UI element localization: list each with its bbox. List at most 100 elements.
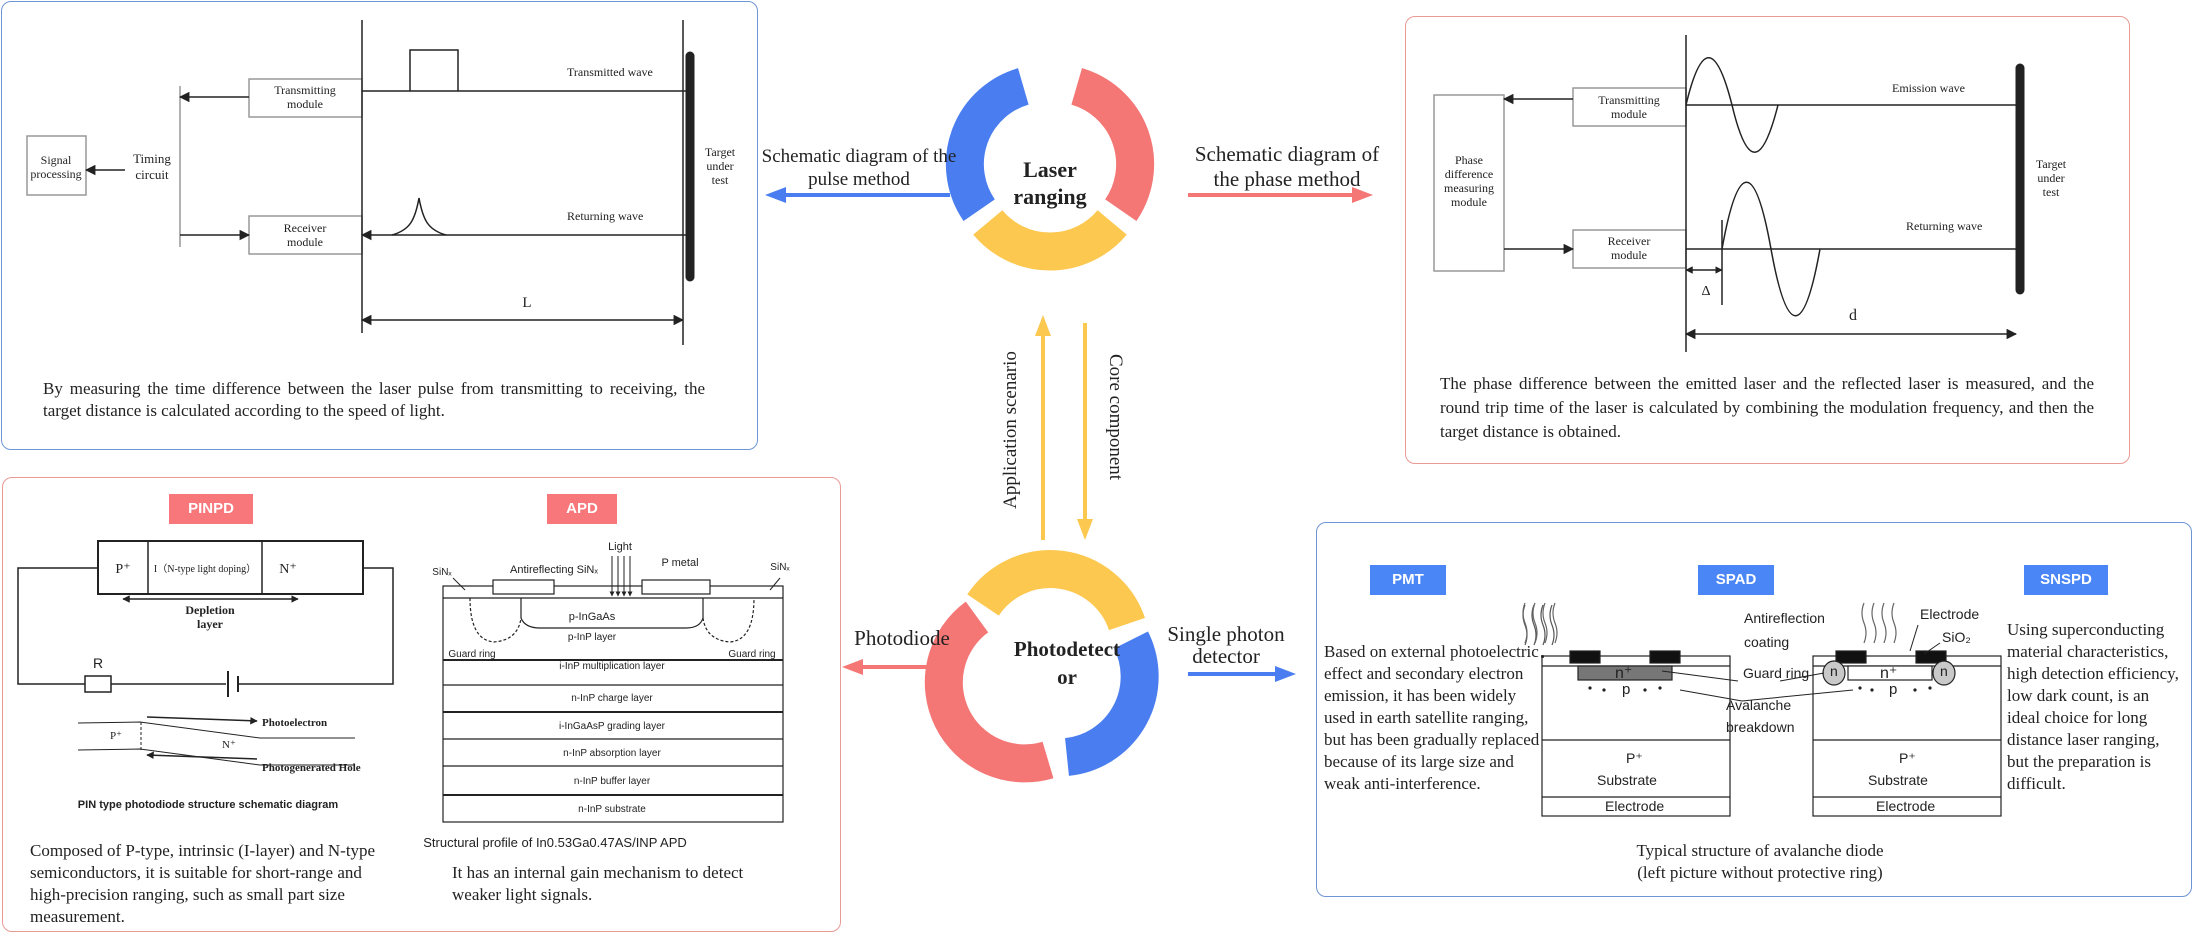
pin-diagram [17, 540, 394, 766]
avalanche-label-2: breakdown [1726, 719, 1795, 735]
spad-right-pplus-label: P⁺ [1899, 750, 1916, 766]
pin-caption: PIN type photodiode structure schematic … [78, 799, 339, 811]
single-arrow-label-1: Single photon [1167, 622, 1285, 646]
photoelectron-label: Photoelectron [262, 717, 327, 729]
spad-caption-1: Typical structure of avalanche diode [1636, 841, 1884, 860]
core-label: Core component [1105, 354, 1126, 481]
spad-right-device-svg [1812, 602, 2002, 817]
spad-left-n-plus [1577, 665, 1673, 681]
arrow-up-application [1035, 315, 1051, 540]
photodetector-ring [924, 550, 1159, 783]
pulse-arrow-label-2: pulse method [808, 169, 910, 190]
avalanche-label-1: Avalanche [1726, 697, 1792, 713]
apd-sinx-left: SiNₓ [432, 567, 452, 578]
apd-diagram [442, 556, 784, 823]
ring-segment-blue [945, 68, 1030, 221]
depletion-label-1: Depletion [185, 603, 235, 617]
phase-module-label-1: Phase [1455, 153, 1483, 167]
phase-module-box [1433, 94, 1505, 272]
apd-p-ingaas: p-InGaAs [569, 611, 616, 623]
spad-left-n-plus-label: n⁺ [1615, 665, 1633, 682]
hub-top-line1: Laser [1023, 157, 1077, 182]
returning-pulse [391, 197, 447, 236]
apd-guard-right: Guard ring [728, 649, 775, 660]
spad-left-pplus-label: P⁺ [1626, 750, 1643, 766]
phase-distance-label: d [1849, 307, 1857, 324]
phase-target-label-3: test [2043, 185, 2060, 199]
snspd-description: Using superconducting material character… [2007, 620, 2179, 793]
spad-right-p-label: p [1889, 681, 1898, 698]
sio2-label: SiO₂ [1942, 629, 1971, 645]
arrow-to-pulse [765, 187, 950, 203]
spad-right-guard-r [1932, 660, 1956, 686]
depletion-label-2: layer [197, 617, 224, 631]
arrow-down-core [1077, 323, 1093, 540]
arrow-to-photodiode [842, 659, 945, 675]
phase-panel [1405, 16, 2130, 464]
pmt-description: Based on external photoelectric effect a… [1324, 642, 1540, 793]
spad-right-n-plus [1847, 665, 1933, 681]
spad-right-n-plus-label: n⁺ [1880, 665, 1898, 682]
phase-transmit-label-1: Transmitting [1598, 93, 1660, 107]
pulse-panel [1, 1, 758, 450]
snspd-badge: SNSPD [2024, 565, 2108, 595]
apd-layer-2: i-InGaAsP grading layer [559, 721, 666, 732]
apd-p-region [520, 598, 704, 629]
apd-left-contact [492, 579, 555, 595]
band-n-label: N⁺ [222, 739, 236, 751]
signal-label-2: processing [30, 167, 81, 181]
pulse-target-label-1: Target [705, 145, 736, 159]
pin-description: Composed of P-type, intrinsic (I-layer) … [30, 841, 376, 926]
laser-ranging-ring [945, 68, 1155, 271]
apd-p-metal: P metal [661, 557, 698, 569]
arrow-to-phase [1188, 187, 1373, 203]
pin-p-plus: P⁺ [115, 562, 130, 577]
apd-badge: APD [547, 494, 617, 524]
phase-caption: The phase difference between the emitted… [1440, 374, 2094, 441]
photodiode-arrow-label: Photodiode [854, 626, 950, 650]
timing-label-1: Timing [133, 151, 171, 166]
hub-top-line2: ranging [1013, 184, 1086, 209]
phase-module-label-4: module [1451, 195, 1487, 209]
returning-wave-label: Returning wave [567, 209, 643, 223]
apd-layer-1: n-InP charge layer [571, 693, 653, 704]
ring-segment-red [1070, 68, 1155, 221]
photodiode-panel [2, 477, 841, 932]
spad-right-electrode-label: Electrode [1876, 798, 1936, 814]
spad-left-device-svg [1541, 650, 1731, 817]
apd-layer-3: n-InP absorption layer [563, 748, 661, 759]
emission-wave [1685, 57, 1779, 153]
apd-guard-left: Guard ring [448, 649, 495, 660]
delta-label: Δ [1701, 284, 1710, 299]
photohole-label: Photogenerated Hole [262, 762, 361, 774]
spad-right-electrode-r [1915, 650, 1947, 664]
transmitted-pulse [409, 49, 459, 91]
phase-diagram [1433, 35, 2025, 352]
pulse-distance-label: L [522, 295, 531, 311]
apd-layer-5: n-InP substrate [578, 804, 646, 815]
hub-bottom-line1: Photodetect [1014, 637, 1120, 661]
phase-target-label-2: under [2037, 171, 2064, 185]
antireflection-label-2: coating [1744, 634, 1790, 650]
apd-light: Light [608, 541, 632, 553]
spad-caption-2: (left picture without protective ring) [1637, 863, 1883, 882]
apd-antireflecting: Antireflecting SiNₓ [510, 564, 598, 576]
phase-returning-wave-label: Returning wave [1906, 219, 1982, 233]
apd-layer-4: n-InP buffer layer [574, 776, 651, 787]
phase-receiver-label-2: module [1611, 248, 1647, 262]
phase-module-label-3: measuring [1444, 181, 1494, 195]
pinpd-badge: PINPD [169, 494, 253, 524]
receiver-module-label-2: module [287, 235, 323, 249]
apd-guard-right [702, 597, 755, 643]
guard-ring-label: Guard ring [1743, 665, 1810, 681]
pulse-caption: By measuring the time difference between… [43, 379, 705, 420]
spad-left-substrate-label: Substrate [1597, 772, 1657, 788]
pulse-target-label-3: test [712, 173, 729, 187]
transmit-module-label-1: Transmitting [274, 83, 336, 97]
apd-description: It has an internal gain mechanism to det… [452, 863, 744, 904]
electrode-top-label: Electrode [1920, 606, 1980, 622]
signal-label-1: Signal [41, 153, 72, 167]
arrow-to-single-photon [1188, 666, 1296, 682]
